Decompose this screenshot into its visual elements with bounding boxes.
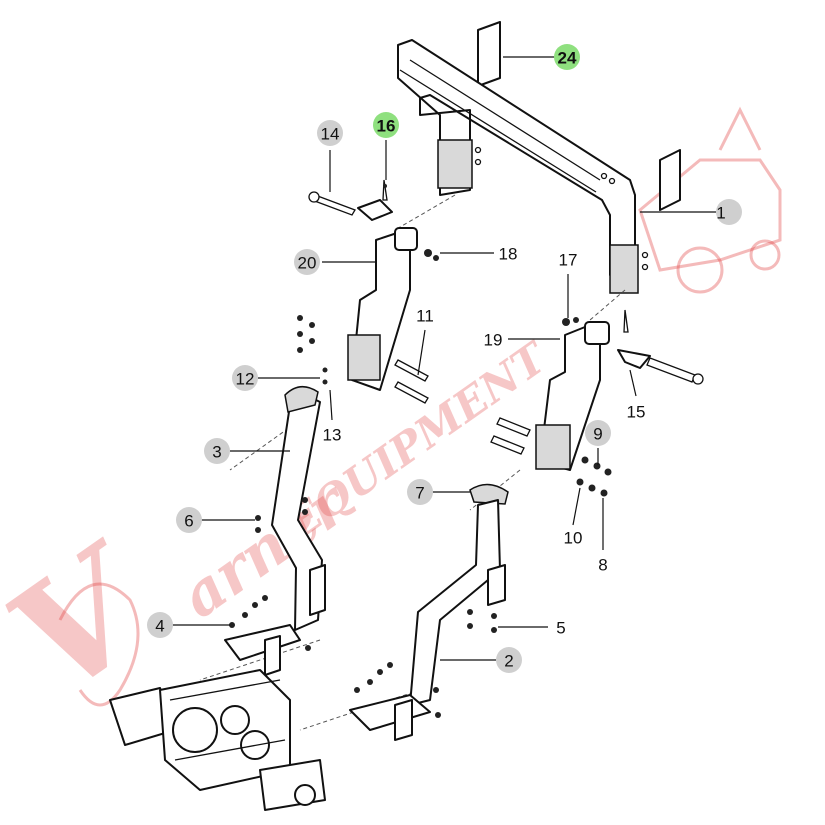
svg-text:EQUIPMENT: EQUIPMENT [277,332,558,549]
callout-label-16: 16 [377,117,396,136]
pin-15-right [562,309,704,385]
upper-post-20 [347,227,439,391]
callout-7: 7 [407,479,433,505]
callout-label-10: 10 [564,529,583,548]
upper-post-19 [535,321,610,471]
callout-label-13: 13 [323,426,342,445]
rops-upper-bar [397,39,649,294]
lower-post-2 [349,483,509,741]
callout-label-19: 19 [484,331,503,350]
transmission-frame [109,669,326,811]
callout-label-7: 7 [415,484,424,503]
decal-24 [477,21,681,211]
callout-6: 6 [176,507,202,533]
callout-5: 5 [556,619,565,638]
leader-lines [170,56,716,661]
lower-post-3 [224,386,326,676]
callout-4: 4 [147,612,173,638]
callout-3: 3 [204,438,230,464]
callout-14: 14 [317,120,343,146]
callout-8: 8 [598,556,607,575]
callout-12: 12 [232,365,258,391]
callout-2: 2 [496,647,522,673]
callout-label-3: 3 [212,443,221,462]
callout-label-11: 11 [416,307,434,326]
callout-10: 10 [564,529,583,548]
callout-label-4: 4 [155,617,164,636]
callout-label-2: 2 [504,652,513,671]
callout-16: 16 [373,112,399,138]
callout-9: 9 [585,420,611,446]
callout-label-20: 20 [298,254,317,273]
callout-label-8: 8 [598,556,607,575]
callout-24: 24 [554,44,580,70]
callout-label-18: 18 [499,245,518,264]
pin-14-16-left [308,179,393,221]
callout-13: 13 [323,426,342,445]
callout-label-17: 17 [559,251,578,270]
bolts-11-13 [297,315,429,404]
callout-label-14: 14 [321,125,340,144]
callout-label-6: 6 [184,512,193,531]
callout-1: 1 [716,199,742,225]
callout-19: 19 [484,331,503,350]
callout-18: 18 [499,245,518,264]
callout-label-15: 15 [627,403,646,422]
callout-label-5: 5 [556,619,565,638]
callout-label-1: 1 [716,204,725,223]
callout-label-9: 9 [593,425,602,444]
callout-20: 20 [294,249,320,275]
callout-label-12: 12 [236,370,255,389]
callout-17: 17 [559,251,578,270]
bolts-8-10 [490,417,612,497]
callout-15: 15 [627,403,646,422]
callout-11: 11 [416,307,434,326]
callout-label-24: 24 [558,49,577,68]
